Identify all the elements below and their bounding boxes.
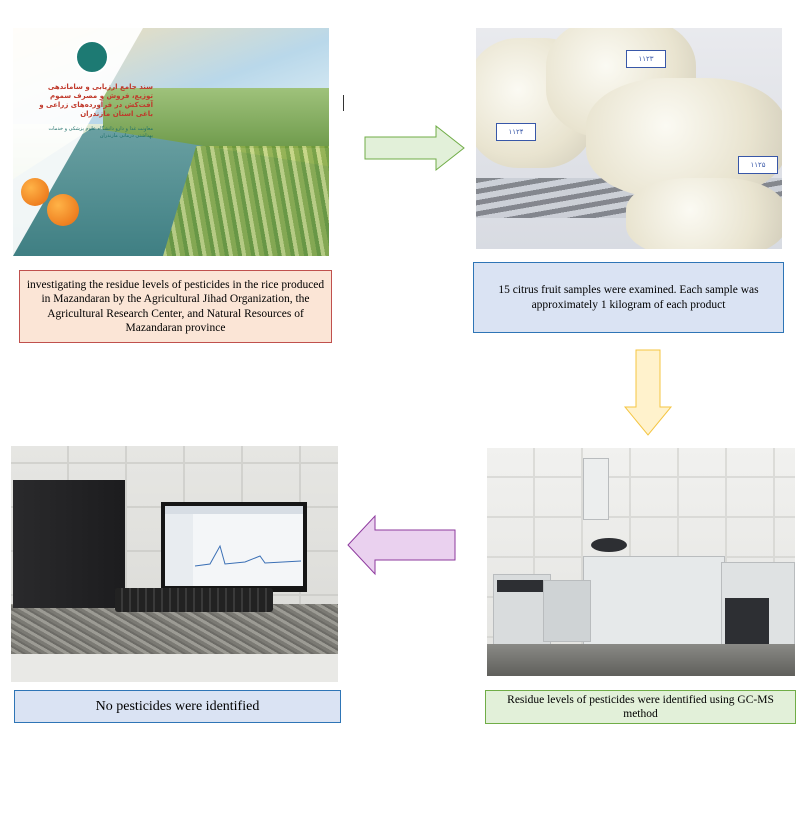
university-logo-icon — [75, 40, 109, 74]
arrow-right-icon — [364, 124, 465, 172]
vertical-tick-mark — [343, 95, 344, 111]
computer-workstation-image — [11, 446, 338, 682]
rice-study-caption: investigating the residue levels of pest… — [19, 270, 332, 343]
sample-label: ۱۱۲۳ — [626, 50, 666, 68]
gcms-instrument-image — [487, 448, 795, 676]
pc-tower — [13, 480, 125, 608]
orange-fruit-icon — [47, 194, 79, 226]
keyboard — [115, 588, 273, 612]
sample-label: ۱۱۲۴ — [496, 123, 536, 141]
arrow-down-icon — [623, 349, 673, 436]
gcms-method-caption: Residue levels of pesticides were identi… — [485, 690, 796, 724]
rice-samples-image: ۱۱۲۳ ۱۱۲۴ ۱۱۲۵ — [476, 28, 782, 249]
arrow-left-icon — [347, 514, 456, 576]
rice-study-poster-image: سند جامع ارزیابی و ساماندهی توزیع، فروش … — [13, 28, 329, 256]
citrus-samples-caption: 15 citrus fruit samples were examined. E… — [473, 262, 784, 333]
poster-subtitle: معاونت غذا و دارو دانشگاه علوم پزشکی و خ… — [48, 126, 153, 139]
result-caption: No pesticides were identified — [14, 690, 341, 723]
sample-label: ۱۱۲۵ — [738, 156, 778, 174]
poster-title: سند جامع ارزیابی و ساماندهی توزیع، فروش … — [39, 83, 153, 119]
monitor-screen — [165, 506, 303, 586]
orange-fruit-icon — [21, 178, 49, 206]
